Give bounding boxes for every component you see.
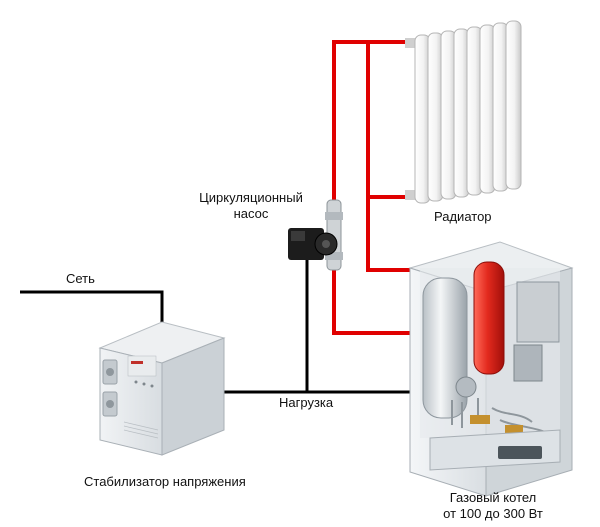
boiler-label-line1: Газовый котел <box>449 490 537 505</box>
pump-to-boiler-pipe <box>332 262 416 335</box>
network-cable <box>20 290 164 330</box>
radiator-icon <box>405 20 522 204</box>
load-label: Нагрузка <box>279 395 334 410</box>
stabilizer-label: Стабилизатор напряжения <box>84 474 246 489</box>
supply-pipe <box>332 40 416 200</box>
pump-label-line1: Циркуляционный <box>199 190 303 205</box>
voltage-stabilizer-icon <box>98 321 226 456</box>
heating-pipes <box>332 40 416 335</box>
circulation-pump-icon <box>288 199 343 271</box>
return-pipe-lower <box>366 197 416 272</box>
network-label: Сеть <box>66 271 95 286</box>
boiler-label-line2: от 100 до 300 Вт <box>443 506 543 521</box>
radiator-fins <box>414 20 522 204</box>
return-pipe-upper <box>366 42 416 199</box>
gas-boiler-icon <box>408 241 574 497</box>
pump-power-cable <box>292 252 309 392</box>
radiator-label: Радиатор <box>434 209 492 224</box>
pump-label-line2: насос <box>233 206 269 221</box>
